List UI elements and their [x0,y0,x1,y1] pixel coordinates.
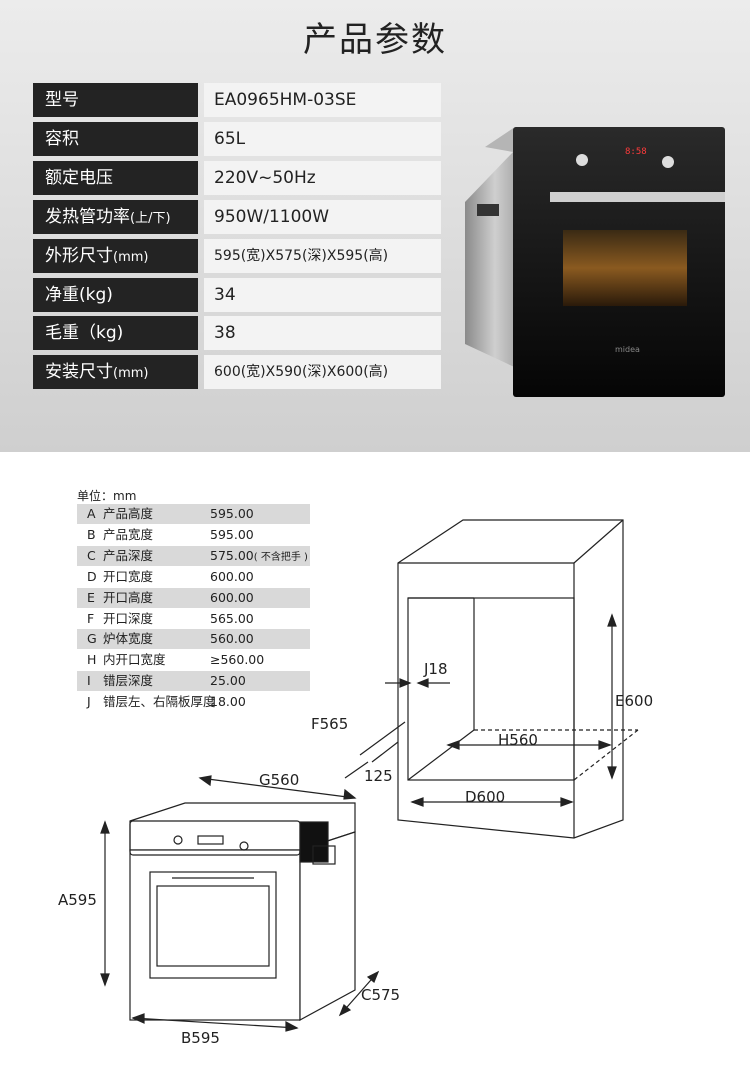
label-e: E600 [615,692,654,710]
spec-row: 外形尺寸(mm)595(宽)X575(深)X595(高) [33,238,441,273]
label-g: G560 [259,771,300,789]
dimension-name: 开口宽度 [103,568,154,584]
spec-row: 容积 65L [33,121,441,156]
dimension-key: D [87,568,97,584]
spec-label: 安装尺寸(mm) [33,355,198,390]
spec-value: 34 [204,277,441,312]
dimension-key: B [87,526,96,542]
dimension-row: D 开口宽度 600.00 [77,567,310,587]
spec-row: 毛重（kg) 38 [33,316,441,351]
dimension-name: 产品深度 [103,547,154,563]
spec-label-unit: (mm) [113,366,149,382]
unit-label: 单位：mm [77,489,137,503]
dimension-value: 600.00 [210,568,254,584]
oven-display: 8:58 [625,147,647,157]
dimension-value: 25.00 [210,673,246,689]
brand-logo: midea [615,345,640,354]
label-j: J18 [424,660,448,678]
spec-label-text: 外形尺寸 [45,245,113,266]
dimension-name: 炉体宽度 [103,631,154,647]
spec-label: 毛重（kg) [33,316,198,351]
spec-value: 600(宽)X590(深)X600(高) [204,355,441,390]
oven-photo: 8:58 midea [465,127,725,397]
dimension-value: 595.00 [210,506,254,521]
spec-label: 型号 [33,83,198,117]
spec-label: 容积 [33,121,198,156]
dimension-row: C 产品深度 575.00( 不含把手 ) [77,545,310,566]
spec-label-text: 发热管功率 [45,206,130,227]
spec-label-text: 型号 [45,90,79,110]
spec-value: 38 [204,316,441,351]
dimension-note: ( 不含把手 ) [253,551,308,563]
page-title: 产品参数 [303,20,447,60]
spec-row: 安装尺寸(mm)600(宽)X590(深)X600(高) [33,355,441,390]
dimension-name: 错层深度 [103,673,154,689]
spec-value: 65L [204,121,441,156]
label-i: 125 [364,767,393,785]
dimension-row: H 内开口宽度 ≥560.00 [77,650,310,670]
dimension-key: F [87,610,95,626]
dimension-name: 产品高度 [103,506,154,521]
dimension-name: 开口高度 [103,589,154,605]
label-f: F565 [311,715,349,733]
dimension-key: E [87,589,95,605]
dimension-row: B 产品宽度 595.00 [77,525,310,545]
dimension-key: A [87,506,96,521]
spec-value: 220V~50Hz [204,160,441,195]
dimension-value: 18.00 [210,694,246,710]
dimension-name: 开口深度 [103,610,154,626]
dimension-row: E 开口高度 600.00 [77,587,310,608]
dimension-row: I 错层深度 25.00 [77,671,310,692]
dimension-value: ≥560.00 [210,652,265,668]
dimension-name: 内开口宽度 [103,652,166,668]
spec-label-text: 安装尺寸 [45,362,113,383]
label-b: B595 [181,1029,220,1047]
dimension-value: 565.00 [210,610,254,626]
label-h: H560 [498,731,538,749]
installation-diagram [100,519,639,1032]
dimension-row: A 产品高度 595.00 [77,504,310,524]
dimension-key: G [87,631,97,647]
dimension-row: G 炉体宽度 560.00 [77,629,310,650]
dimension-value: 595.00 [210,526,254,542]
spec-value: 595(宽)X575(深)X595(高) [204,238,441,273]
spec-row: 额定电压 220V~50Hz [33,160,441,195]
dimension-row: F 开口深度 565.00 [77,609,310,629]
spec-label-text: 额定电压 [45,167,113,188]
dimension-name: 产品宽度 [103,526,154,542]
label-c: C575 [361,986,401,1004]
dimension-key: C [87,547,96,563]
spec-label: 外形尺寸(mm) [33,238,198,273]
label-a: A595 [58,891,97,909]
spec-label-unit: (上/下) [130,210,171,226]
spec-label: 额定电压 [33,160,198,195]
dimension-value: 575.00( 不含把手 ) [210,547,308,563]
dimension-value: 600.00 [210,589,254,605]
label-d: D600 [465,788,506,806]
spec-label-text: 净重(kg) [45,284,113,305]
spec-value: 950W/1100W [204,199,441,234]
spec-row: 净重(kg) 34 [33,277,441,312]
spec-row: 发热管功率(上/下)950W/1100W [33,199,441,234]
dimension-key: I [87,673,91,689]
spec-label: 净重(kg) [33,277,198,312]
spec-label-unit: (mm) [113,249,149,265]
dimension-name: 错层左、右隔板厚度 [103,694,216,710]
dimension-value: 560.00 [210,631,254,647]
spec-label: 发热管功率(上/下) [33,199,198,234]
spec-value: EA0965HM-03SE [204,83,441,117]
spec-label-text: 毛重（kg) [45,323,124,344]
dimension-key: J [87,694,91,710]
dimension-key: H [87,652,97,668]
spec-row: 型号 EA0965HM-03SE [33,83,441,117]
spec-label-text: 容积 [45,128,79,149]
